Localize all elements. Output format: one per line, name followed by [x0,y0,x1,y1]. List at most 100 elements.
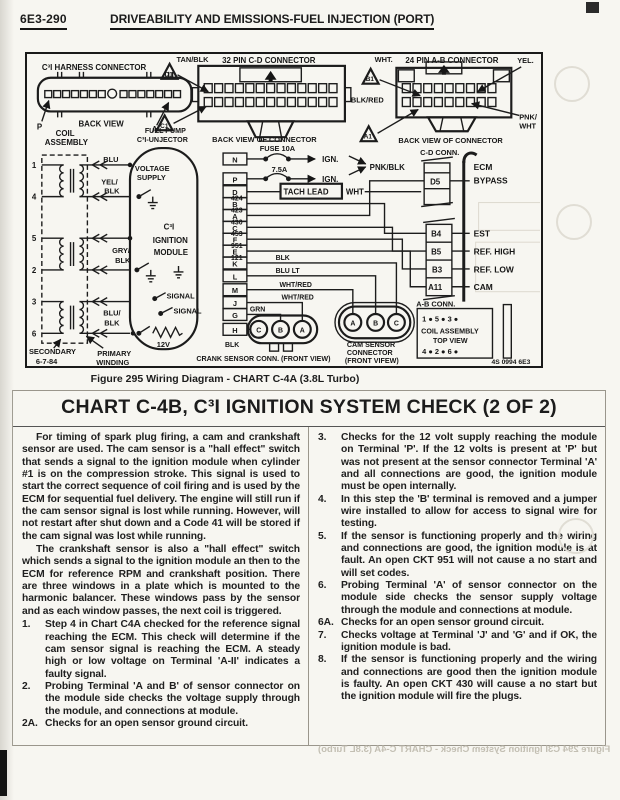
svg-text:C: C [232,224,238,233]
harness-arrow [156,101,170,126]
step-text: Checks for an open sensor ground circuit… [45,717,249,729]
injector-label: C³I-UNJECTOR [137,136,188,144]
voltage-label-2: SUPPLY [137,173,166,182]
callout-triangle-a1 [358,123,379,143]
figure-caption: Figure 295 Wiring Diagram - CHART C-4A (… [90,373,360,385]
svg-text:C: C [394,320,399,327]
binder-hole [556,204,592,240]
step-item-4: 4. In this step the 'B' terminal is remo… [318,494,597,531]
step-item-7: 7. Checks voltage at Terminal 'J' and 'G… [318,630,597,655]
fuel-pump-label: FUEL PUMP [145,127,186,135]
wire-label-pnk: PNK/ [519,112,537,121]
tach-lead-box [279,182,344,200]
step-number: 6A. [318,617,334,629]
c1-arrow [173,105,207,124]
svg-text:B: B [278,327,283,334]
svg-text:H: H [232,326,237,335]
step-item-8: 8. If the sensor is functioning properly… [318,654,597,703]
harness-connector-outline [36,76,193,113]
ckt-951: 951 [231,243,243,250]
page-number: 6E3-290 [20,12,67,30]
step-text: Step 4 in Chart C4A checked for the refe… [45,619,300,680]
module-name-1: C³I [164,222,175,231]
coil-terminal-5: 5 [32,234,37,243]
svg-text:N: N [232,155,237,164]
ign-label-1: IGN. [322,155,338,164]
wire-label-wht: WHT. [375,55,393,64]
cam-sensor-label-3: (FRONT VIFEW) [345,357,399,365]
svg-text:C: C [256,327,261,334]
ecm-est: EST [474,229,491,239]
wire-label-whtred-j: WHT/RED [282,295,314,302]
circuit-wires [246,180,427,331]
a1-arrow [377,108,419,134]
ecm-bus-hook [462,151,478,164]
date-code: 6-7-84 [36,357,58,365]
step-text: If the sensor is functioning properly an… [341,530,597,579]
coil-terminal-6: 6 [32,329,37,338]
step-number: 1. [22,619,31,631]
primary-label-2: WINDING [96,358,129,365]
chart-columns: For timing of spark plug firing, a cam a… [13,427,605,745]
step-text: Checks for an open sensor ground circuit… [341,617,545,629]
fuse-n [246,153,316,164]
crank-sensor-connector [246,314,319,352]
ecm-cam: CAM [474,282,493,292]
callout-c1: C1 [160,123,169,130]
ab24-connector [395,61,513,133]
harness-title: C³I HARNESS CONNECTOR [42,63,147,72]
cam-sensor-connector [334,301,415,343]
ab-column [423,217,470,301]
cam-sensor-label-1: CAM SENSOR [347,341,395,349]
step-number: 3. [318,432,327,443]
coil-windings [41,164,85,334]
coil-terminal-2: 2 [32,266,37,275]
step-item-3: 3. Checks for the 12 volt supply reachin… [318,432,597,494]
callout-triangle-c1 [154,113,175,132]
svg-text:B: B [232,200,238,209]
d1-arrow [177,74,209,93]
svg-text:A: A [300,327,305,334]
ckt-423: 423 [231,207,243,214]
wire-label-blu: BLU [103,155,118,164]
coil-terminal-4: 4 [32,193,37,202]
wire-label-yel2: BLK [104,187,120,196]
harness-pin-a: A [152,125,158,134]
ecm-pin-b3: B3 [432,265,443,274]
step-number: 5. [318,530,327,542]
coil-terminal-3: 3 [32,298,37,307]
primary-label-1: PRIMARY [97,349,131,358]
cam-sensor-label-2: CONNECTOR [347,349,393,357]
ecm-bypass: BYPASS [474,176,508,186]
pnkblk-fork [348,166,367,176]
topview-bar [502,303,512,359]
harness-pins [44,71,182,118]
secondary-arrow [52,338,62,349]
step-number: 2A. [22,717,38,729]
ecm-ref-high: REF. HIGH [474,247,516,257]
step-number: 7. [318,629,327,641]
signal-label-2: SIGNAL [174,306,202,315]
page-edge-shade [0,0,14,800]
svg-text:B: B [373,320,378,327]
step-item-2: 2. Probing Terminal 'A and B' of sensor … [22,681,300,718]
voltage-label-1: VOLTAGE [135,164,170,173]
ignition-module-outline [128,147,199,351]
right-column: 3. Checks for the 12 volt supply reachin… [309,427,605,745]
module-internals [134,189,184,339]
d5-column [421,156,470,208]
wire-label-blk-k: BLK [276,255,290,262]
step-text: Probing Terminal 'A' of sensor connector… [341,580,597,616]
svg-text:P: P [232,175,237,184]
svg-text:F: F [233,236,238,245]
step-number: 2. [22,680,31,692]
svg-text:G: G [232,311,238,320]
topview-box [416,307,494,359]
ecm-pin-b4: B4 [431,230,442,239]
topview-row-2: 4 ● 2 ● 6 ● [422,347,458,356]
ecm-pin-b5: B5 [431,248,442,257]
ckt-430: 430 [231,219,243,226]
coil-assembly-box [41,154,89,344]
pin-letters: N P D B A C F E K L M J G H [232,155,238,334]
